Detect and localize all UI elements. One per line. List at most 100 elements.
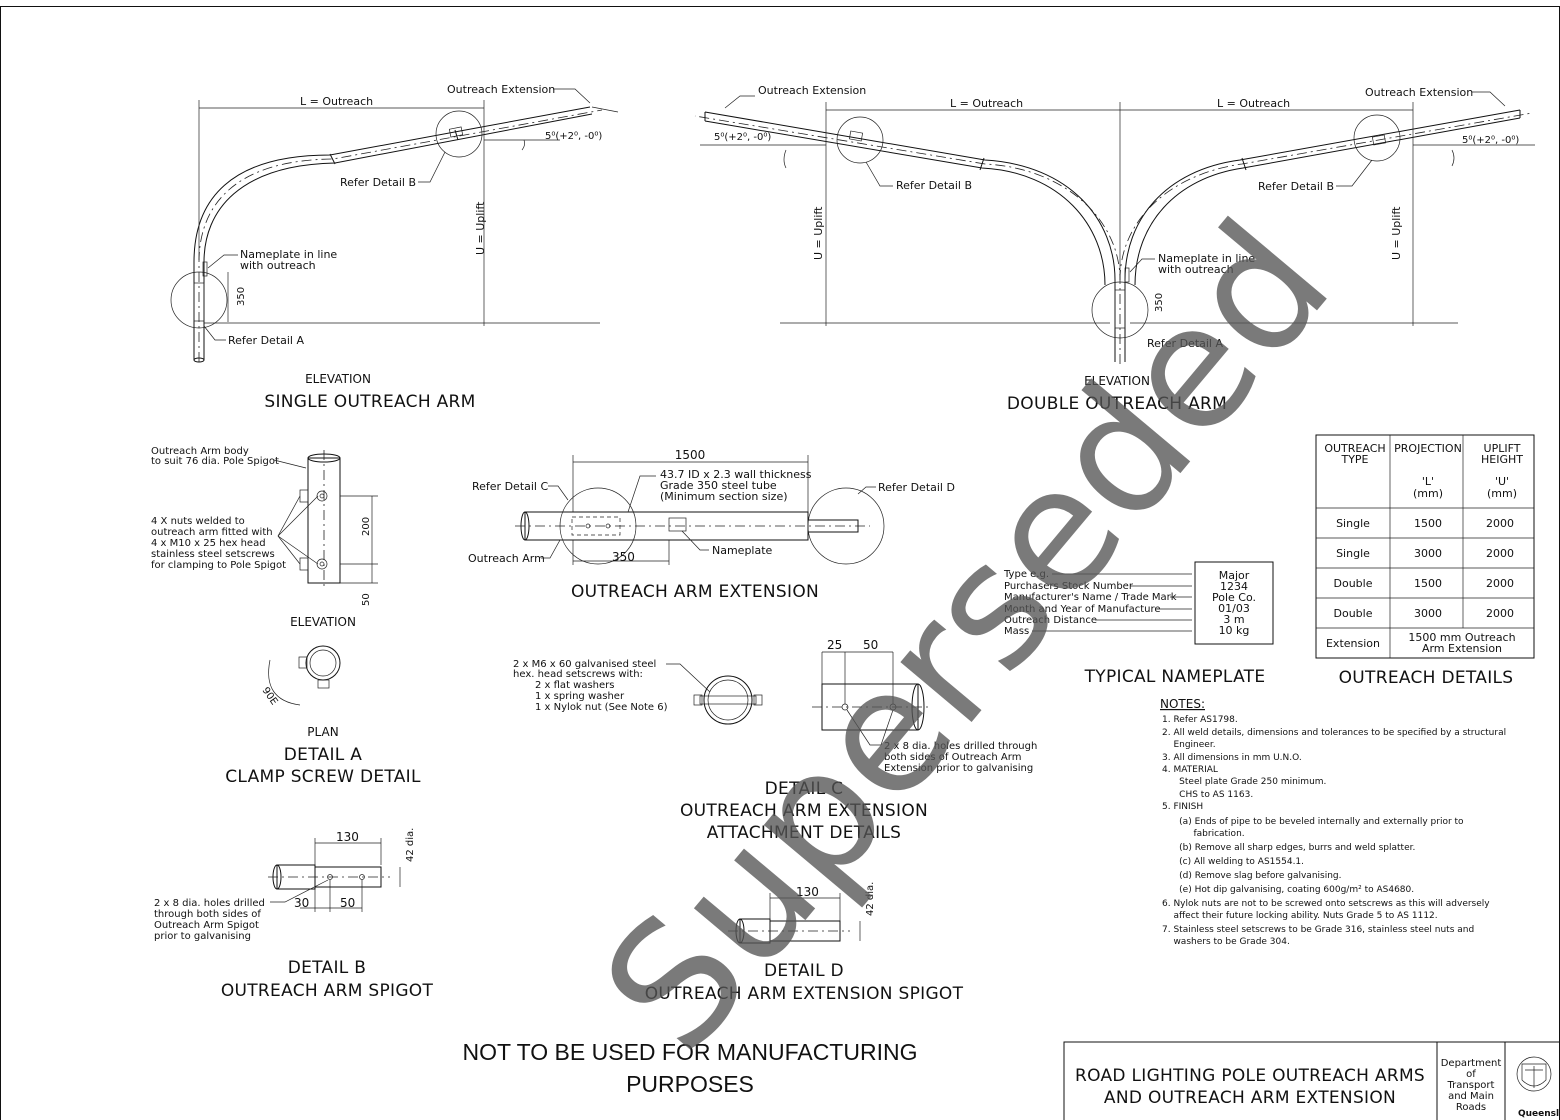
title-l2: AND OUTREACH ARM EXTENSION [1104,1088,1396,1108]
db-holes-l1: 2 x 8 dia. holes drilled [154,898,265,909]
single-l-outreach-label: L = Outreach [300,95,373,108]
th-proj-l4: (mm) [1413,487,1443,500]
outreach-details-table: OUTREACH TYPE PROJECTION 'L' (mm) UPLIFT… [1315,434,1535,688]
double-ext-left-label: Outreach Extension [758,84,866,97]
single-refer-a-label: Refer Detail A [228,334,304,347]
detail-a-marker [170,271,228,329]
single-caption-small: ELEVATION [305,372,371,386]
ext-nameplate: Nameplate [712,544,773,557]
dc-screws-l5: 1 x Nylok nut (See Note 6) [535,702,668,713]
th-type-l1: OUTREACH [1324,442,1385,455]
db-caption-l1: DETAIL B [288,958,366,978]
dc-25: 25 [827,638,842,652]
np-value-4: 3 m [1223,613,1244,626]
db-30: 30 [294,896,309,910]
db-holes-l2: through both sides of [154,909,261,920]
th-type-l2: TYPE [1340,453,1368,466]
double-nameplate-l2: with outreach [1158,263,1234,276]
np-value-2: Pole Co. [1212,591,1256,604]
note-line-1: 2. All weld details, dimensions and tole… [1162,728,1506,738]
double-nameplate-l1: Nameplate in line [1158,252,1255,265]
th-proj-l1: PROJECTION [1394,442,1462,455]
warning-l1: NOT TO BE USED FOR MANUFACTURING [463,1039,918,1065]
db-holes-l4: prior to galvanising [154,931,251,942]
detail-a-body-l1: Outreach Arm body [151,446,249,457]
detail-d-marker [807,487,885,565]
double-l-outreach-right: L = Outreach [1217,97,1290,110]
dept-l1: Department [1441,1058,1502,1069]
np-label-4: Outreach Distance [1004,615,1097,626]
detail-d: 130 42 dia. DETAIL D OUTREACH ARM EXTENS… [645,882,964,1004]
single-outreach-extension-label: Outreach Extension [447,83,555,96]
ext-1500: 1500 [675,448,706,462]
title-block: ROAD LIGHTING POLE OUTREACH ARMS AND OUT… [1063,1041,1560,1120]
dd-130: 130 [796,885,819,899]
double-detail-b-left-marker [836,116,884,164]
dc-holes-l1: 2 x 8 dia. holes drilled through [884,741,1037,752]
np-label-2: Manufacturer's Name / Trade Mark [1004,592,1177,603]
double-angle-left: 5⁰(+2⁰, -0⁰) [714,132,771,143]
dc-caption-l2: OUTREACH ARM EXTENSION [680,801,928,821]
outreach-arm-extension: 1500 43.7 ID x 2.3 wall thickness Grade … [468,448,955,602]
dd-caption-l2: OUTREACH ARM EXTENSION SPIGOT [645,984,964,1004]
db-caption-l2: OUTREACH ARM SPIGOT [221,981,434,1001]
dept-l2: of [1466,1069,1476,1080]
note-line-9: fabrication. [1162,829,1245,839]
detail-c: 2 x M6 x 60 galvanised steel hex. head s… [513,638,1037,843]
warning-l2: PURPOSES [626,1071,754,1097]
th-uplift-l2: HEIGHT [1481,453,1523,466]
detail-a-elevation: ELEVATION [290,615,356,629]
ext-spec-l2: Grade 350 steel tube [660,479,777,492]
td-0-2: 2000 [1486,517,1514,530]
detail-a-nuts-l2: outreach arm fitted with [151,527,273,538]
ext-350: 350 [612,550,635,564]
td-ext-l2: Arm Extension [1422,642,1502,655]
ext-spec-l3: (Minimum section size) [660,490,788,503]
single-outreach-arm: L = Outreach Outreach Extension 5⁰(+2⁰, … [170,83,619,412]
nameplate-caption: TYPICAL NAMEPLATE [1084,667,1266,687]
detail-a-plan: PLAN [307,725,338,739]
note-line-15: affect their future locking ability. Nut… [1162,911,1438,921]
notes: NOTES: 1. Refer AS1798. 2. All weld deta… [1160,697,1506,947]
ext-spec-l1: 43.7 ID x 2.3 wall thickness [660,468,812,481]
double-l-outreach-left: L = Outreach [950,97,1023,110]
logo-text: Queensland [1518,1109,1560,1119]
ext-caption: OUTREACH ARM EXTENSION [571,582,819,602]
note-line-8: (a) Ends of pipe to be beveled internall… [1162,817,1464,827]
double-refer-b-right: Refer Detail B [1258,180,1334,193]
detail-a-body-l2: to suit 76 dia. Pole Spigot [151,456,279,467]
dd-caption-l1: DETAIL D [764,961,844,981]
double-ext-right-label: Outreach Extension [1365,86,1473,99]
dc-50: 50 [863,638,878,652]
single-caption-big: SINGLE OUTREACH ARM [264,392,475,412]
np-value-1: 1234 [1220,580,1248,593]
single-nameplate-l2: with outreach [240,259,316,272]
td-1-0: Single [1336,547,1370,560]
single-nameplate-l1: Nameplate in line [240,248,337,261]
note-line-7: 5. FINISH [1162,802,1203,812]
note-line-17: washers to be Grade 304. [1162,937,1290,947]
table-caption: OUTREACH DETAILS [1339,668,1514,688]
note-line-16: 7. Stainless steel setscrews to be Grade… [1162,925,1474,935]
note-line-14: 6. Nylok nuts are not to be screwed onto… [1162,899,1490,909]
single-arm-inner-line [203,113,593,360]
td-0-0: Single [1336,517,1370,530]
td-1-2: 2000 [1486,547,1514,560]
detail-a-caption-l1: DETAIL A [284,745,363,765]
dc-holes-l3: Extension prior to galvanising [884,763,1033,774]
detail-a-50: 50 [361,593,372,606]
detail-a-caption-l2: CLAMP SCREW DETAIL [225,767,421,787]
td-ext-type: Extension [1326,637,1380,650]
note-line-13: (e) Hot dip galvanising, coating 600g/m²… [1162,885,1414,895]
db-holes-l3: Outreach Arm Spigot [154,920,259,931]
np-label-1: Purchasers Stock Number [1004,581,1134,592]
dc-caption-l1: DETAIL C [765,779,844,799]
dept-l3: Transport [1447,1080,1495,1091]
single-angle-label: 5⁰(+2⁰, -0⁰) [545,131,602,142]
single-arm-outer-line [193,106,591,360]
double-detail-b-right-marker [1353,114,1401,162]
detail-a-nuts-l1: 4 X nuts welded to [151,516,245,527]
dc-screws-l4: 1 x spring washer [535,691,625,702]
double-outreach-arm: L = Outreach L = Outreach Outreach Exten… [694,84,1535,414]
